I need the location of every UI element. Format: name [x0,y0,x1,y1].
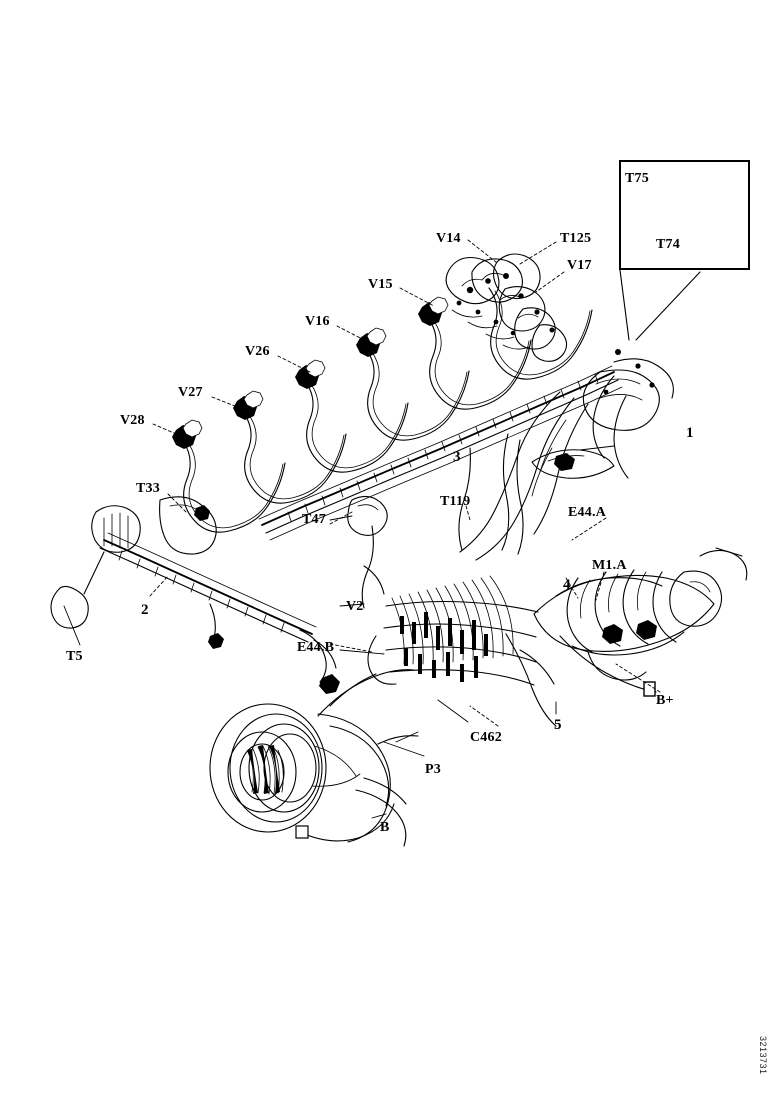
upper-connector-cluster [445,253,568,362]
inset-callout-label-t75: T75 [625,171,649,186]
center-cable-bundle [458,391,615,561]
callout-label-v2: V2 [346,599,364,614]
lower-pointer-stems [383,699,469,757]
branch-connector-blobs [172,296,449,449]
callout-label-t125: T125 [560,231,592,246]
callout-label-c462: C462 [470,730,502,745]
callout-label-b: B [380,820,390,835]
callout-label-e44-a: E44.A [568,505,606,520]
main-harness-trunk [258,365,623,541]
central-dense-bundle [339,575,539,686]
callout-label-t33: T33 [136,481,160,496]
callout-label-p3: P3 [425,762,441,777]
engine-accessory-housing [505,547,748,727]
figure-code: 3213731 [758,1036,768,1075]
callout-label-t47: T47 [302,512,326,527]
callout-label-t119: T119 [440,494,471,509]
callout-label-v28: V28 [120,413,145,428]
inset-detail-frame [619,160,750,270]
leader-lines [149,239,661,727]
right-harness-loop [582,269,701,479]
callout-label-v27: V27 [178,385,203,400]
callout-label-b-: B+ [656,693,674,708]
callout-label-4a: 4 [562,451,570,467]
inset-callout-label-t74: T74 [656,237,680,252]
callout-label-1: 1 [686,425,694,441]
turbocharger-assembly [209,669,419,847]
harness-branch-runners [182,287,593,533]
callout-label-v16: V16 [305,314,330,329]
callout-label-v17: V17 [567,258,592,273]
callout-label-t5: T5 [66,649,83,664]
callout-label-v26: V26 [245,344,270,359]
callout-label-2: 2 [141,602,149,618]
callout-label-3: 3 [453,449,461,465]
callout-label-v14: V14 [436,231,461,246]
left-secondary-harness [50,496,340,694]
callout-label-4b: 4 [563,577,571,593]
callout-label-m1-a: M1.A [592,558,627,573]
callout-label-v15: V15 [368,277,393,292]
callout-label-5: 5 [554,717,562,733]
t47-v2-assembly [329,495,388,609]
callout-label-e44-b: E44.B [297,640,335,655]
